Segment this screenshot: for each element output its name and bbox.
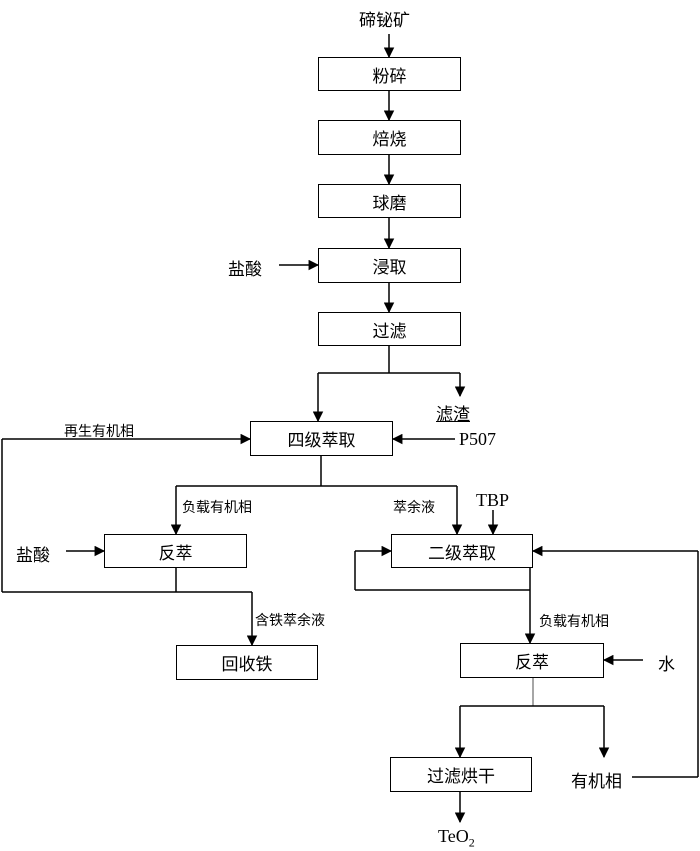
teo2-product-label: TeO2 [438,826,475,851]
extract4-box: 四级萃取 [250,421,393,456]
extract2-label: 二级萃取 [428,543,496,564]
mill-label: 球磨 [372,193,407,214]
ore-label: 碲铋矿 [359,11,410,31]
strip2-box: 反萃 [460,643,604,678]
regen-organic-label: 再生有机相 [64,424,134,440]
recover-fe-box: 回收铁 [176,645,318,680]
loaded-organic-1-label: 负载有机相 [182,500,252,516]
extract2-box: 二级萃取 [391,534,533,568]
hcl-leach-label: 盐酸 [228,260,262,280]
teo2-main: TeO [438,826,469,846]
tbp-label: TBP [476,490,510,510]
roast-label: 焙烧 [372,130,407,150]
fe-raffinate-label: 含铁萃余液 [255,613,325,629]
filter-box: 过滤 [318,312,461,346]
leach-box: 浸取 [318,248,461,283]
crush-label: 粉碎 [372,66,407,87]
mill-box: 球磨 [318,184,461,218]
dry-box: 过滤烘干 [390,757,532,792]
loaded-organic-2-label: 负载有机相 [539,614,609,630]
roast-box: 焙烧 [318,120,461,155]
leach-label: 浸取 [372,258,407,278]
organic-phase-label: 有机相 [571,772,622,792]
hcl-strip-label: 盐酸 [16,546,50,566]
strip1-box: 反萃 [104,534,247,568]
residue-label: 滤渣 [436,405,470,425]
water-label: 水 [658,655,675,675]
dry-label: 过滤烘干 [427,767,495,787]
strip1-label: 反萃 [158,543,193,564]
crush-box: 粉碎 [318,57,461,91]
teo2-subscript: 2 [468,835,475,850]
p507-label: P507 [459,429,497,449]
strip2-label: 反萃 [515,653,549,673]
extract4-label: 四级萃取 [287,431,356,451]
filter-label: 过滤 [372,321,407,342]
raffinate-label: 萃余液 [393,500,435,516]
recover-fe-label: 回收铁 [221,655,273,675]
